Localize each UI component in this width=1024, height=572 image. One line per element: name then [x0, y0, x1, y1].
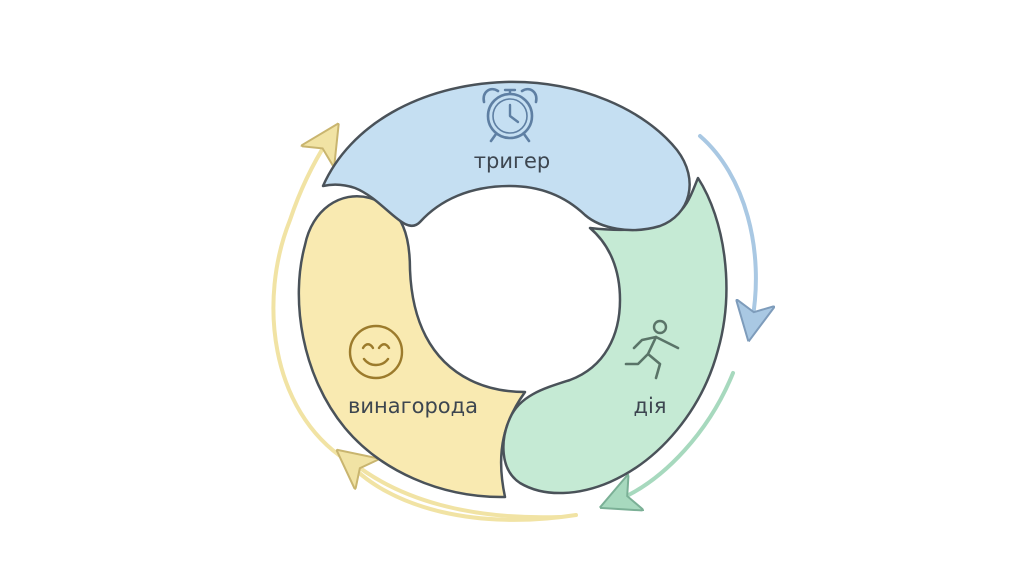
segment-action	[502, 176, 728, 495]
alarm-clock-icon	[482, 87, 538, 143]
smiley-face-icon	[348, 324, 404, 380]
arrow-trigger-to-action	[698, 134, 756, 322]
running-person-icon	[624, 319, 680, 380]
segment-label-action: дія	[634, 394, 667, 418]
segment-trigger	[321, 80, 691, 232]
arrow-reward-to-trigger-lower-head	[352, 462, 562, 520]
segment-label-reward: винагорода	[348, 394, 478, 418]
arrow-action-to-reward	[618, 371, 735, 500]
segment-label-trigger: тригер	[474, 149, 551, 173]
